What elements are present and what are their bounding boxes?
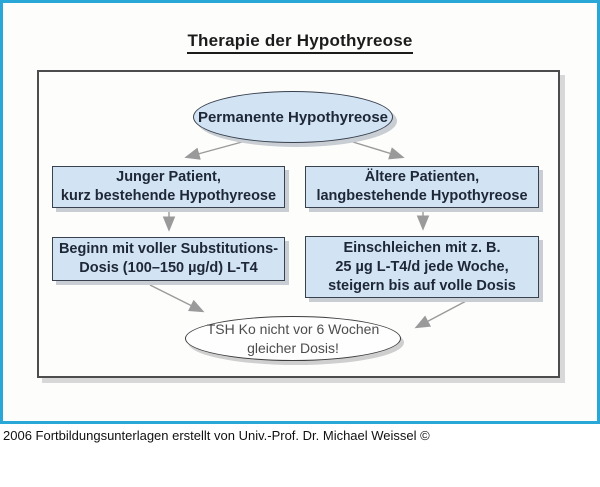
node-permanent-hypothyroidism-label: Permanente Hypothyreose bbox=[197, 108, 389, 126]
node-full-dose-start-line1: Beginn mit voller Substitutions- bbox=[58, 241, 279, 257]
node-full-dose-start: Beginn mit voller Substitutions- Dosis (… bbox=[52, 237, 285, 281]
copyright-note: 2006 Fortbildungsunterlagen erstellt von… bbox=[3, 428, 430, 443]
node-young-patient-line1: Junger Patient, bbox=[116, 169, 221, 185]
node-gradual-increase-line2: 25 µg L-T4/d jede Woche, bbox=[335, 258, 509, 275]
node-older-patients: Ältere Patienten, langbestehende Hypothy… bbox=[305, 166, 539, 208]
node-tsh-control-line2: gleicher Dosis! bbox=[247, 339, 339, 356]
node-tsh-control-line1: TSH Ko nicht vor 6 Wochen bbox=[206, 320, 380, 337]
node-tsh-control: TSH Ko nicht vor 6 Wochen gleicher Dosis… bbox=[185, 316, 401, 361]
node-gradual-increase: Einschleichen mit z. B. 25 µg L-T4/d jed… bbox=[305, 236, 539, 298]
node-young-patient-line2: kurz bestehende Hypothyreose bbox=[60, 188, 277, 204]
node-young-patient: Junger Patient, kurz bestehende Hypothyr… bbox=[52, 166, 285, 208]
node-full-dose-start-line2: Dosis (100–150 µg/d) L-T4 bbox=[79, 260, 258, 276]
page-title-text: Therapie der Hypothyreose bbox=[187, 31, 413, 54]
node-gradual-increase-line1: Einschleichen mit z. B. bbox=[343, 239, 501, 256]
node-gradual-increase-line3: steigern bis auf volle Dosis bbox=[328, 277, 516, 294]
page-title: Therapie der Hypothyreose bbox=[0, 31, 600, 54]
node-older-patients-line1: Ältere Patienten, bbox=[364, 169, 480, 185]
node-permanent-hypothyroidism: Permanente Hypothyreose bbox=[193, 91, 393, 143]
node-older-patients-line2: langbestehende Hypothyreose bbox=[316, 188, 528, 204]
